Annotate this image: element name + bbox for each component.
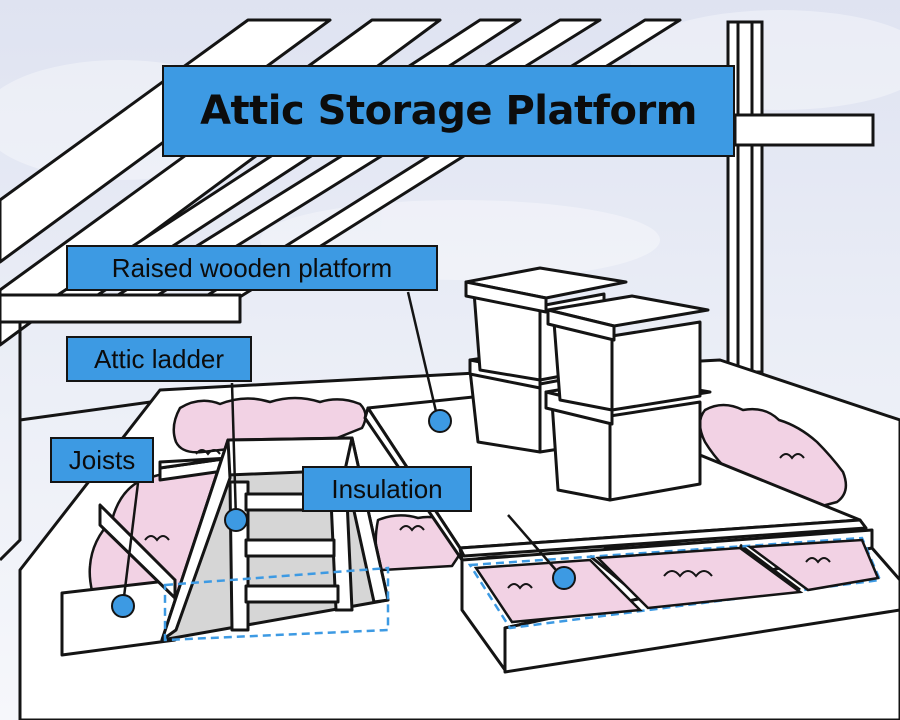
ladder-marker bbox=[224, 508, 248, 532]
roof-post bbox=[726, 20, 875, 374]
platform-marker bbox=[428, 409, 452, 433]
label-raised-wooden-platform: Raised wooden platform bbox=[66, 245, 438, 291]
insulation-marker bbox=[552, 566, 576, 590]
diagram-title: Attic Storage Platform bbox=[162, 65, 735, 157]
joists-marker bbox=[111, 594, 135, 618]
platform-bay-insulation-2 bbox=[595, 546, 804, 610]
label-attic-ladder: Attic ladder bbox=[66, 336, 252, 382]
joists bbox=[60, 456, 232, 657]
ladder-frame-dashed bbox=[163, 566, 390, 642]
platform-bay-insulation-3 bbox=[746, 538, 880, 592]
platform-bay-insulation bbox=[473, 558, 643, 624]
storage-boxes bbox=[464, 266, 712, 502]
label-insulation: Insulation bbox=[302, 466, 472, 512]
left-wall-edge bbox=[0, 322, 166, 562]
platform-bay-fluff bbox=[507, 557, 831, 590]
leader-lines bbox=[121, 291, 563, 606]
platform-frame-dashed bbox=[467, 536, 882, 630]
label-joists: Joists bbox=[50, 437, 154, 483]
